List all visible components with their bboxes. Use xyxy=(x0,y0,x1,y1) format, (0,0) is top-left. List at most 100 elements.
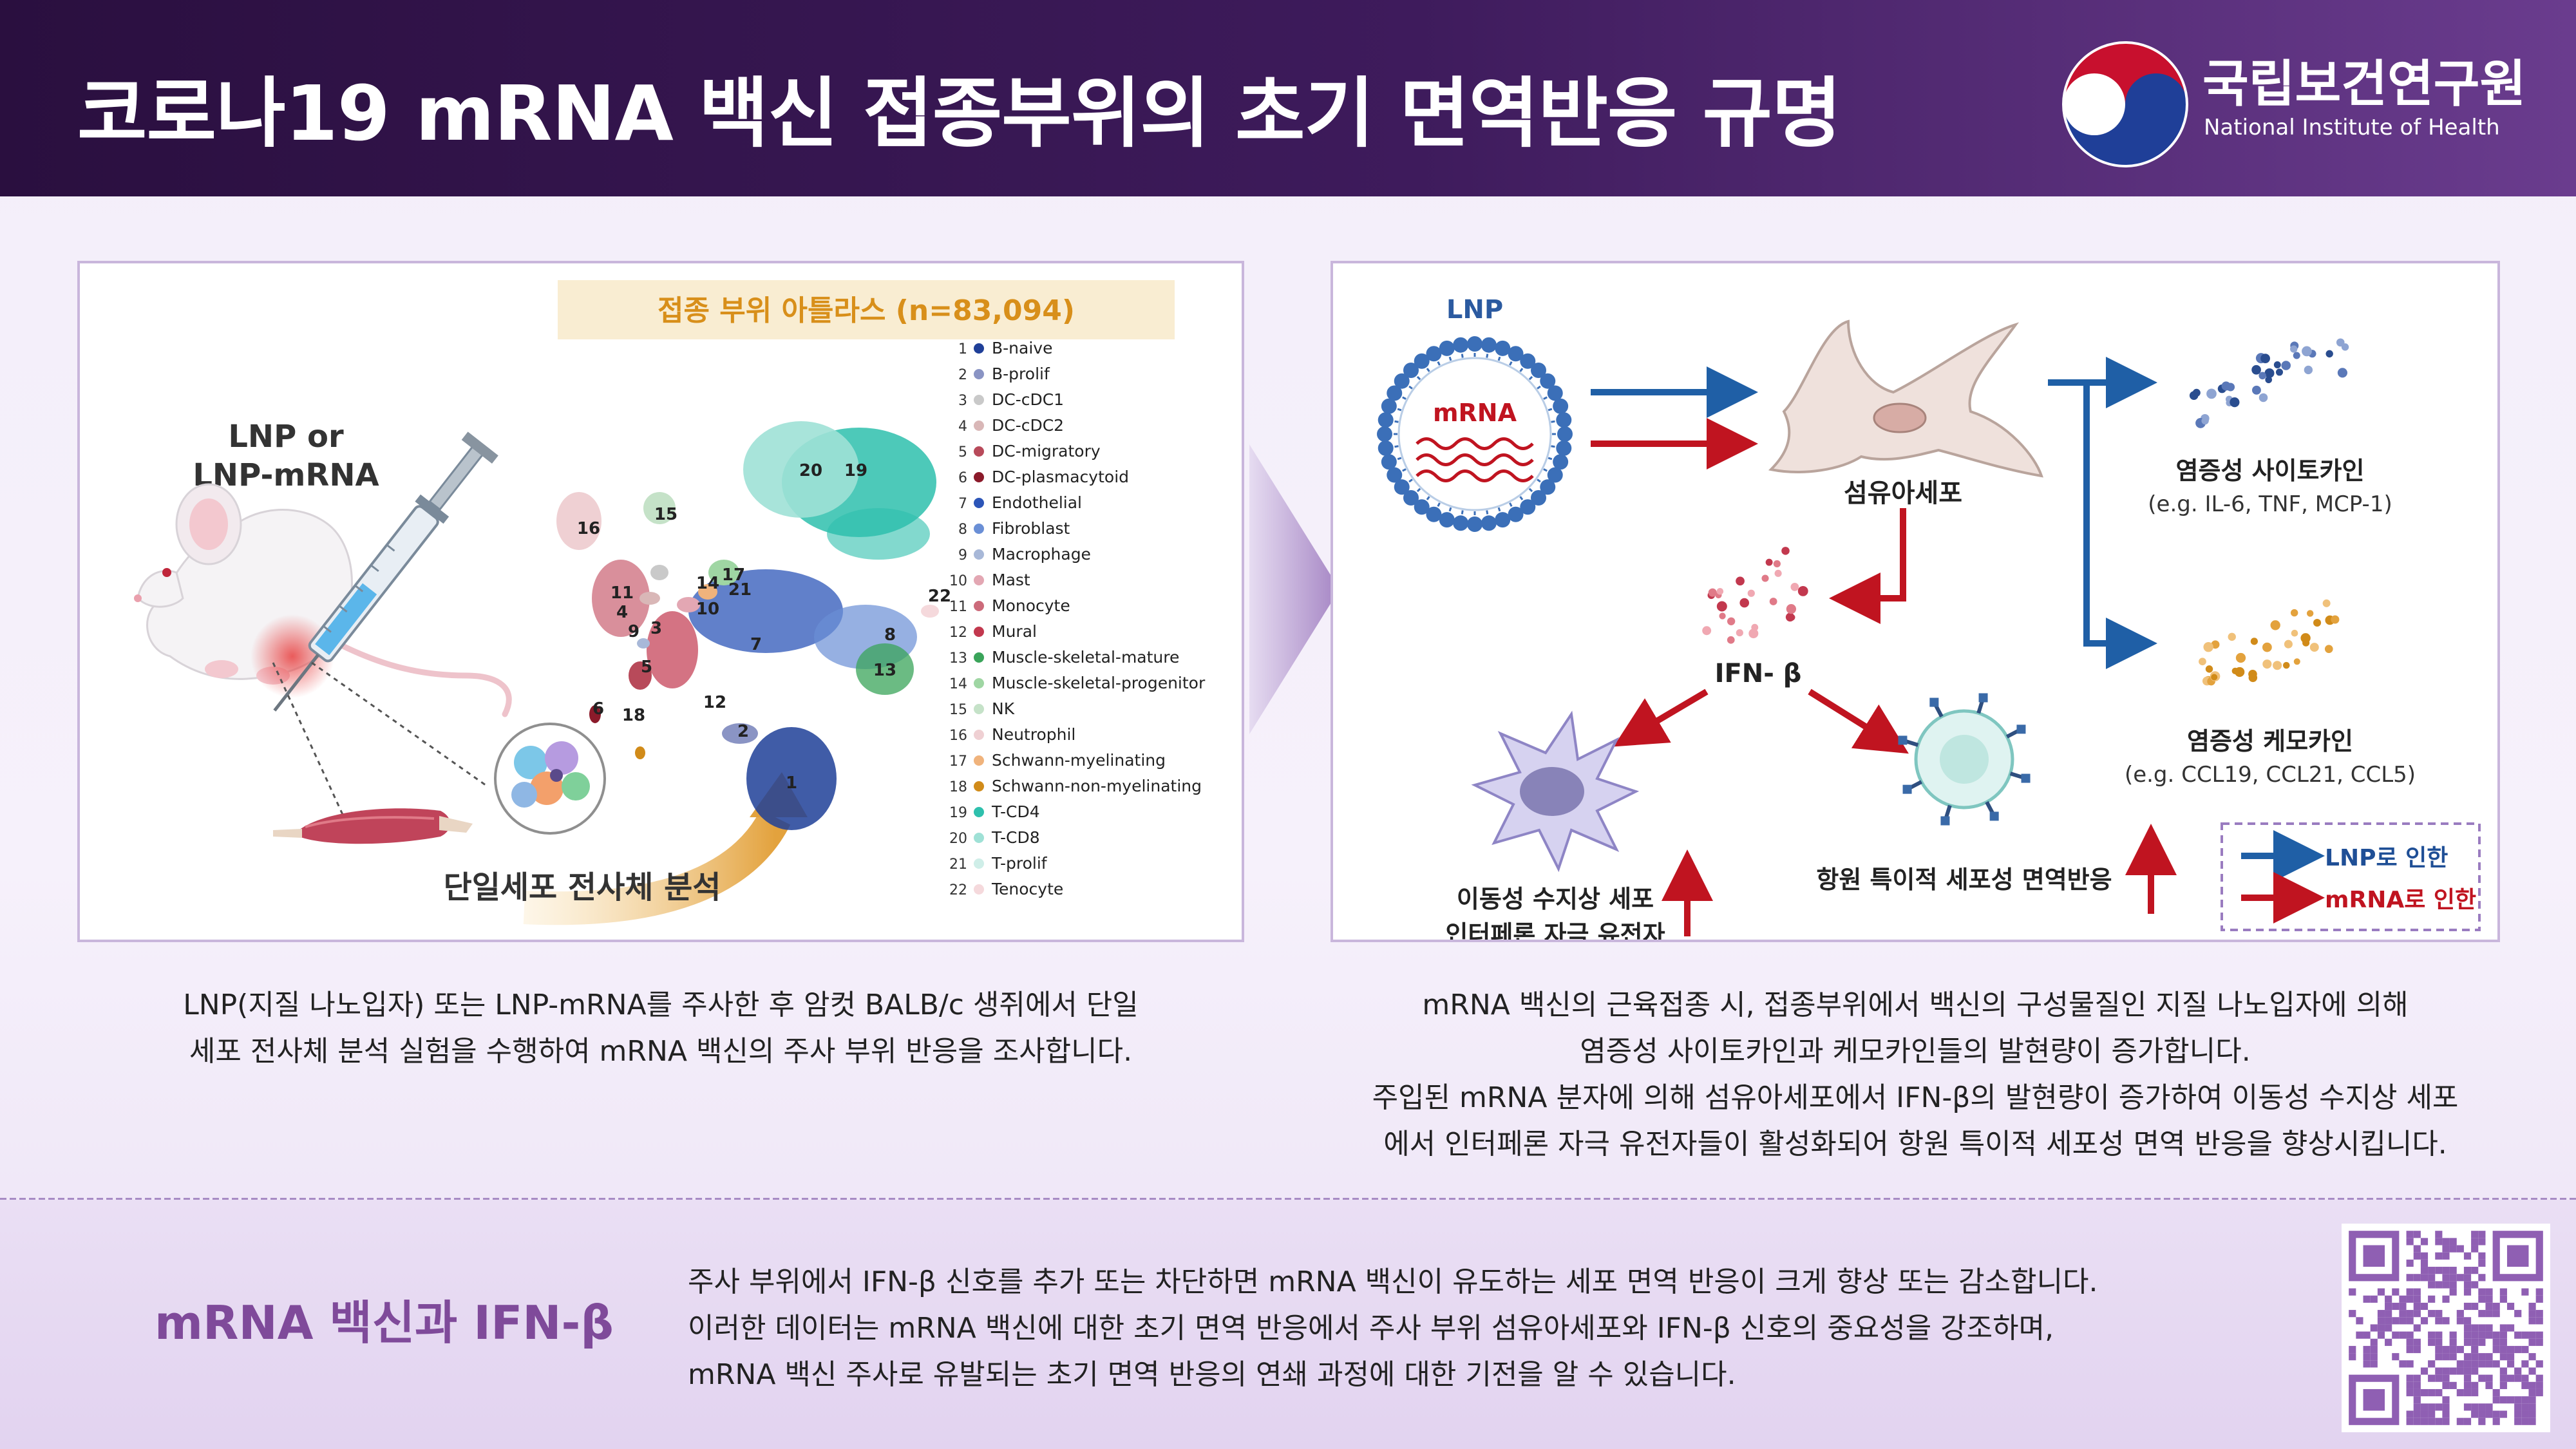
right-caption-line: 에서 인터페론 자극 유전자들이 활성화되어 항원 특이적 세포성 면역 반응을… xyxy=(1383,1128,2447,1160)
legend-item: Neutrophil xyxy=(992,725,1075,744)
cluster-label: 2 xyxy=(737,722,749,741)
fibroblast-cell-icon xyxy=(1768,319,2043,478)
left-caption: LNP(지질 나노입자) 또는 LNP-mRNA를 주사한 후 암컷 BALB/… xyxy=(77,982,1244,1075)
legend-item: NK xyxy=(992,699,1015,718)
summary-line: mRNA 백신 주사로 유발되는 초기 면역 반응의 연쇄 과정에 대한 기전을… xyxy=(688,1358,1736,1391)
legend-item: Monocyte xyxy=(992,596,1070,615)
lnp-to-chemokine-arrow xyxy=(2048,379,2157,669)
legend-item: Tenocyte xyxy=(991,880,1063,898)
lnp-label: LNP xyxy=(1446,295,1503,325)
legend-item: DC-migratory xyxy=(992,442,1101,460)
mrna-label: mRNA xyxy=(1433,399,1517,427)
cluster-label: 7 xyxy=(750,635,762,654)
legend-swatch xyxy=(974,575,984,585)
fibroblast-to-ifnb-arrow xyxy=(1829,508,1906,624)
legend-number: 5 xyxy=(958,444,967,460)
legend-item: Mural xyxy=(992,622,1037,641)
chemokine-dots-icon xyxy=(2199,599,2340,686)
legend-swatch xyxy=(974,730,984,740)
fibroblast-label: 섬유아세포 xyxy=(1844,478,1962,508)
summary-title: mRNA 백신과 IFN-β xyxy=(155,1296,614,1350)
legend-mrna-label: mRNA로 인한 xyxy=(2325,887,2476,913)
legend-swatch xyxy=(974,472,984,482)
left-panel-atlas: LNP or LNP-mRNA xyxy=(77,261,1244,942)
legend-item: DC-plasmacytoid xyxy=(992,468,1129,486)
legend-item: T-CD4 xyxy=(991,802,1040,821)
page-title: 코로나19 mRNA 백신 접종부위의 초기 면역반응 규명 xyxy=(77,69,1842,158)
legend-number: 14 xyxy=(949,676,967,692)
cluster-label: 16 xyxy=(577,519,600,538)
right-caption-line: mRNA 백신의 근육접종 시, 접종부위에서 백신의 구성물질인 지질 나노입… xyxy=(1422,989,2409,1021)
tcell-label: 항원 특이적 세포성 면역반응 xyxy=(1816,866,2112,894)
legend-swatch xyxy=(974,884,984,895)
cytokine-dots-icon xyxy=(2189,338,2349,428)
injection-label-2: LNP-mRNA xyxy=(193,457,379,493)
mechanism-diagram: LNP mRNA 섬유아세포 염증성 사이토카인 (e.g. IL-6, TNF… xyxy=(1375,295,2481,949)
legend-number: 6 xyxy=(958,470,967,486)
dc-label-2: 인터페론 자극 유전자 xyxy=(1445,920,1665,940)
cluster-label: 11 xyxy=(611,583,634,603)
bottom-summary-band xyxy=(0,1200,2576,1449)
t-cell-icon xyxy=(1898,693,2031,826)
arrow-legend-box xyxy=(2221,822,2481,931)
legend-swatch xyxy=(974,498,984,508)
legend-lnp-label: LNP로 인한 xyxy=(2325,845,2448,871)
legend-item: B-naive xyxy=(992,339,1052,357)
summary-text: 주사 부위에서 IFN-β 신호를 추가 또는 차단하면 mRNA 백신이 유도… xyxy=(688,1259,2098,1398)
cluster-label: 5 xyxy=(641,658,652,677)
right-caption-line: 주입된 mRNA 분자에 의해 섬유아세포에서 IFN-β의 발현량이 증가하여… xyxy=(1372,1081,2459,1114)
legend-number: 3 xyxy=(958,393,967,409)
cluster-label: 13 xyxy=(873,661,896,680)
legend-swatch xyxy=(974,781,984,791)
legend-number: 1 xyxy=(958,341,967,357)
legend-swatch xyxy=(974,395,984,405)
dc-label-1: 이동성 수지상 세포 xyxy=(1457,885,1654,913)
legend-swatch xyxy=(974,833,984,843)
right-caption-line: 염증성 사이토카인과 케모카인들의 발현량이 증가합니다. xyxy=(1580,1035,2251,1068)
legend-swatch xyxy=(974,601,984,611)
cluster-label: 14 xyxy=(696,574,719,593)
summary-line: 이러한 데이터는 mRNA 백신에 대한 초기 면역 반응에서 주사 부위 섬유… xyxy=(688,1312,2054,1345)
legend-item: Fibroblast xyxy=(992,519,1070,538)
ifnb-dots-icon xyxy=(1702,547,1808,644)
ifnb-label: IFN- β xyxy=(1715,659,1802,688)
legend-number: 13 xyxy=(949,650,967,667)
legend-item: Schwann-non-myelinating xyxy=(992,777,1202,795)
cluster-label: 19 xyxy=(844,461,867,480)
legend-number: 15 xyxy=(949,702,967,718)
legend-number: 12 xyxy=(949,625,967,641)
header-bar: 코로나19 mRNA 백신 접종부위의 초기 면역반응 규명 국립보건연구원 N… xyxy=(0,0,2576,196)
atlas-title: 접종 부위 아틀라스 (n=83,094) xyxy=(658,294,1075,327)
right-panel-mechanism: LNP mRNA 섬유아세포 염증성 사이토카인 (e.g. IL-6, TNF… xyxy=(1331,261,2500,949)
legend-swatch xyxy=(974,652,984,663)
legend-item: Macrophage xyxy=(992,545,1091,564)
cytokine-title: 염증성 사이토카인 xyxy=(2176,457,2365,485)
cluster-label: 12 xyxy=(703,693,726,712)
cluster-label: 15 xyxy=(654,505,677,524)
legend-number: 19 xyxy=(949,805,967,821)
legend-item: T-CD8 xyxy=(991,828,1040,847)
legend-swatch xyxy=(974,446,984,457)
institute-name-en: National Institute of Health xyxy=(2204,115,2500,140)
summary-line: 주사 부위에서 IFN-β 신호를 추가 또는 차단하면 mRNA 백신이 유도… xyxy=(688,1265,2098,1298)
legend-number: 22 xyxy=(949,882,967,898)
analysis-label: 단일세포 전사체 분석 xyxy=(444,869,721,905)
chemokine-examples: (e.g. CCL19, CCL21, CCL5) xyxy=(2125,762,2416,788)
legend-item: Schwann-myelinating xyxy=(992,751,1166,770)
legend-swatch xyxy=(974,421,984,431)
legend-swatch xyxy=(974,807,984,817)
legend-number: 17 xyxy=(949,753,967,770)
legend-swatch xyxy=(974,858,984,869)
taegeuk-logo-icon xyxy=(2062,41,2188,167)
dendritic-cell-icon xyxy=(1471,710,1640,873)
legend-item: Muscle-skeletal-mature xyxy=(992,648,1179,667)
legend-swatch xyxy=(974,627,984,637)
legend-item: DC-cDC2 xyxy=(992,416,1064,435)
institute-name-kr: 국립보건연구원 xyxy=(2202,55,2526,113)
qr-code-icon[interactable] xyxy=(2342,1224,2550,1432)
legend-item: Endothelial xyxy=(992,493,1082,512)
right-caption: mRNA 백신의 근육접종 시, 접종부위에서 백신의 구성물질인 지질 나노입… xyxy=(1331,982,2500,1168)
legend-item: B-prolif xyxy=(992,365,1050,383)
